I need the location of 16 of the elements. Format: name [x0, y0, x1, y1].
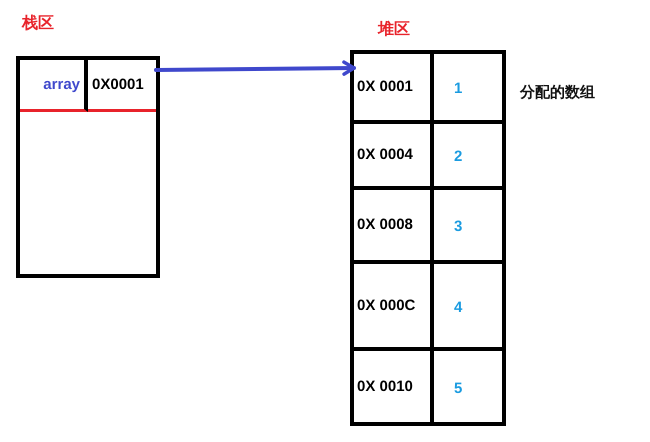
section-heading: 栈区	[22, 14, 54, 34]
arrow	[154, 60, 356, 76]
memory-cell: 0X 000C	[354, 264, 434, 351]
memory-cell: 0X 0008	[354, 190, 434, 264]
memory-cell: 5	[434, 351, 502, 422]
memory-cell: 2	[434, 124, 502, 190]
memory-cell: 0X 0004	[354, 124, 434, 190]
memory-cell: 0X 0001	[354, 54, 434, 124]
memory-cell: 0X 0010	[354, 351, 434, 422]
memory-cell: array	[20, 60, 88, 112]
memory-cell: 3	[434, 190, 502, 264]
memory-cell: 0X0001	[88, 60, 156, 112]
memory-cell: 1	[434, 54, 502, 124]
section-heading: 堆区	[378, 20, 410, 40]
annotation-text: 分配的数组	[520, 84, 595, 102]
memory-cell: 4	[434, 264, 502, 351]
